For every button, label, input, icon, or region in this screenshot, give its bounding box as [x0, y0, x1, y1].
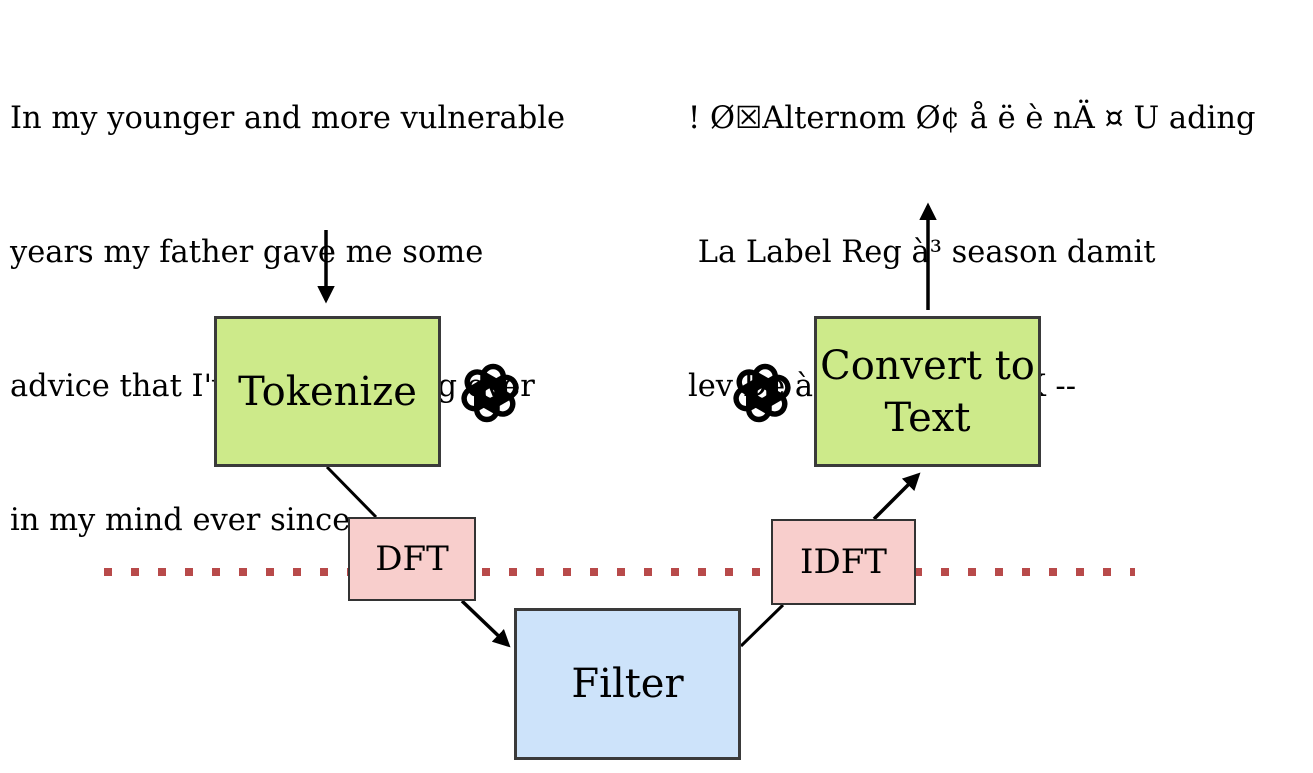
openai-logo-icon: [733, 363, 791, 423]
input-text-line: in my mind ever since: [10, 502, 351, 538]
convert-to-text-label: Convert to Text: [820, 340, 1035, 444]
convert-label-line: Text: [884, 394, 971, 441]
dft-box: DFT: [348, 517, 476, 601]
dft-to-filter-arrow: [460, 599, 511, 648]
tokenize-box: Tokenize: [214, 316, 441, 467]
convert-label-line: Convert to: [820, 342, 1035, 389]
openai-logo-icon: [461, 363, 519, 423]
tokenize-to-dft-line: [325, 465, 378, 519]
idft-box: IDFT: [771, 519, 916, 605]
idft-to-convert-arrow: [872, 472, 921, 521]
input-text-line: years my father gave me some: [10, 234, 484, 270]
dft-label: DFT: [375, 539, 449, 579]
input-text: In my younger and more vulnerable years …: [10, 8, 565, 588]
output-text-line: ! Ø☒Alternom Ø¢ å ë è nÄ ¤ U ading: [688, 101, 1256, 137]
filter-box: Filter: [514, 608, 741, 760]
input-text-line: In my younger and more vulnerable: [10, 101, 566, 137]
filter-label: Filter: [571, 661, 684, 707]
idft-label: IDFT: [800, 542, 887, 582]
convert-to-text-box: Convert to Text: [814, 316, 1041, 467]
tokenize-label: Tokenize: [238, 368, 417, 415]
filter-to-idft-line: [739, 603, 785, 648]
output-text-line: La Label Reg à³ season damit: [688, 234, 1156, 270]
